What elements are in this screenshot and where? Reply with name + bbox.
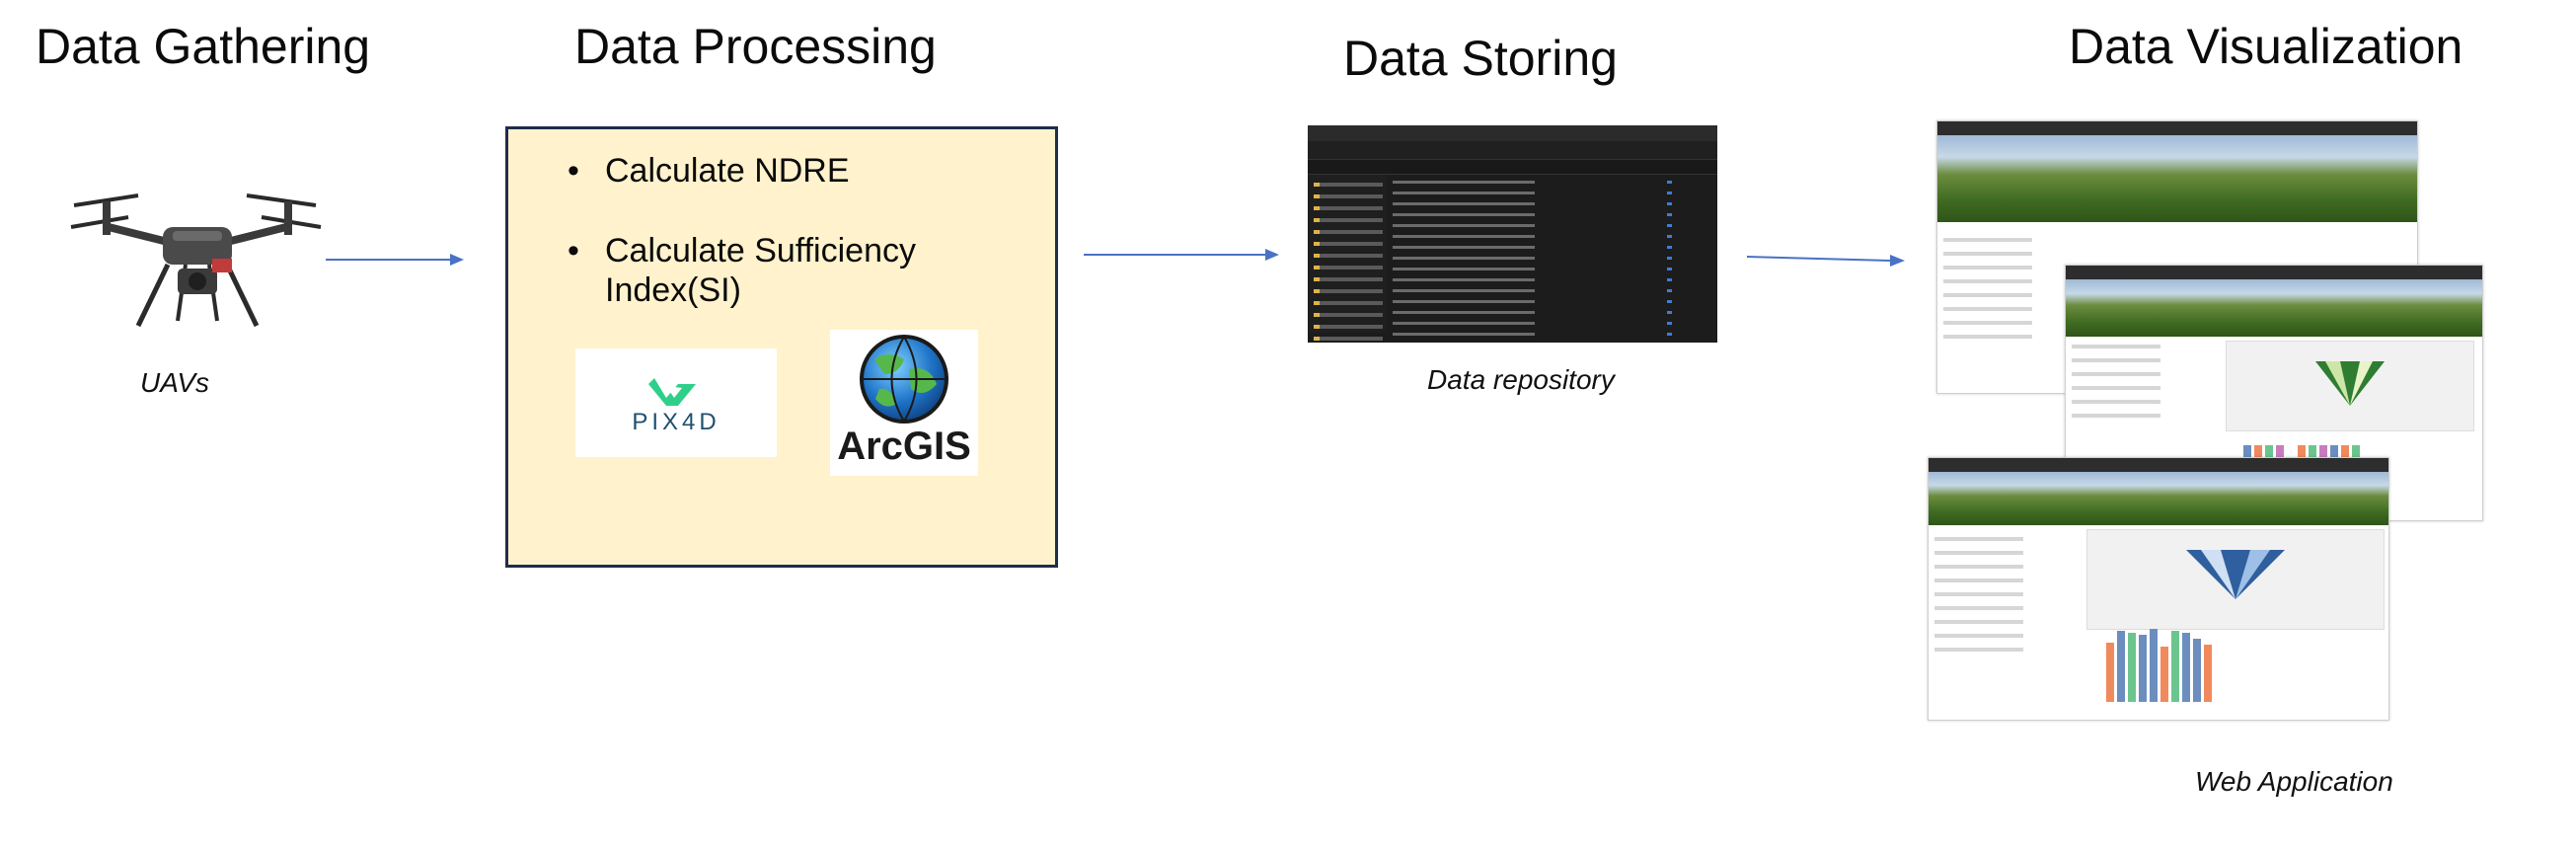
caption-data-repository: Data repository bbox=[1427, 364, 1615, 395]
pix4d-logo-mark: PIX4D bbox=[632, 378, 720, 435]
arrow-right-icon bbox=[1747, 255, 1905, 267]
caption-web-application: Web Application bbox=[2195, 766, 2393, 797]
svg-text:PIX4D: PIX4D bbox=[632, 409, 720, 435]
stage-title-processing: Data Processing bbox=[574, 19, 937, 74]
data-repository-screenshot bbox=[1308, 125, 1717, 343]
web-app-screenshot-front bbox=[1928, 457, 2389, 721]
radial-chart bbox=[2315, 361, 2385, 406]
radial-chart bbox=[2186, 550, 2285, 599]
stage-title-visualization: Data Visualization bbox=[2069, 19, 2463, 74]
caption-uavs: UAVs bbox=[140, 367, 210, 398]
arrow-right-icon bbox=[1084, 249, 1279, 261]
stage-title-gathering: Data Gathering bbox=[36, 19, 371, 74]
pix4d-logo: PIX4D bbox=[575, 348, 777, 457]
stage-title-storing: Data Storing bbox=[1343, 31, 1618, 86]
bullet-item: •Calculate NDRE bbox=[568, 152, 850, 190]
arrow-right-icon bbox=[326, 254, 464, 266]
arcgis-logo: ArcGIS bbox=[830, 330, 978, 476]
arcgis-logo-text: ArcGIS bbox=[837, 424, 971, 468]
drone-icon bbox=[70, 193, 322, 328]
globe-icon bbox=[860, 335, 948, 424]
